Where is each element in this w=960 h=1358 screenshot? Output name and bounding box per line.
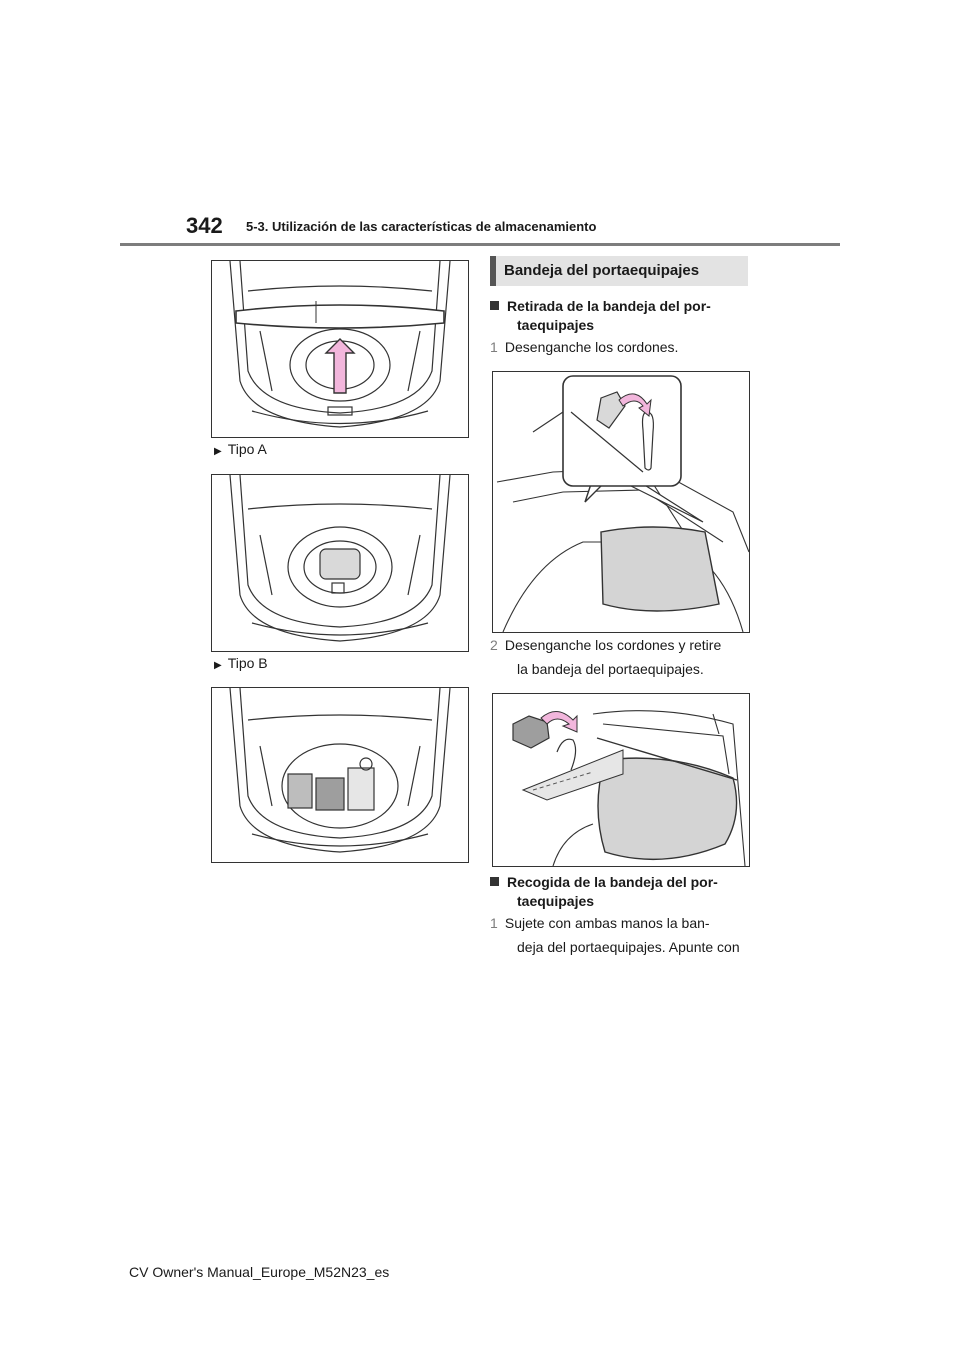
square-bullet-icon	[490, 877, 499, 886]
heading-accent-bar	[490, 256, 496, 286]
caption-text: Tipo B	[227, 655, 268, 671]
subheading-storing: Recogida de la bandeja del por- taequipa…	[490, 873, 750, 911]
subheading-removal: Retirada de la bandeja del por- taequipa…	[490, 297, 750, 335]
figure-trunk-cover-lift	[211, 260, 469, 438]
section-heading: Bandeja del portaequipajes	[504, 262, 700, 279]
step-removal-2: 2 Desenganche los cordones y retire la b…	[490, 633, 752, 681]
page-number: 342	[186, 213, 223, 238]
step-storing-1: 1 Sujete con ambas manos la ban- deja de…	[490, 911, 752, 959]
header-rule	[120, 243, 840, 246]
section-heading-band: Bandeja del portaequipajes	[490, 256, 748, 286]
caption-text: Tipo A	[227, 441, 267, 457]
subheading-line: taequipajes	[517, 317, 595, 333]
step-removal-1: 1 Desenganche los cordones.	[490, 335, 752, 359]
triangle-bullet-icon: ▶	[214, 660, 222, 671]
step-text: Sujete con ambas manos la ban-	[504, 915, 710, 931]
figure-trunk-tipo-b	[211, 687, 469, 863]
subheading-line: taequipajes	[517, 893, 595, 909]
square-bullet-icon	[490, 301, 499, 310]
step-number: 1	[490, 339, 498, 355]
step-text: la bandeja del portaequipajes.	[517, 661, 704, 677]
step-number: 1	[490, 915, 498, 931]
caption-tipo-a: ▶ Tipo A	[214, 441, 267, 457]
figure-unhook-cords	[492, 371, 750, 633]
step-text: Desenganche los cordones y retire	[504, 637, 722, 653]
section-title: 5-3. Utilización de las características …	[246, 219, 597, 234]
triangle-bullet-icon: ▶	[214, 446, 222, 457]
subheading-line: Retirada de la bandeja del por-	[507, 298, 711, 314]
step-number: 2	[490, 637, 498, 653]
subheading-line: Recogida de la bandeja del por-	[507, 874, 718, 890]
caption-tipo-b: ▶ Tipo B	[214, 655, 268, 671]
figure-remove-cover	[492, 693, 750, 867]
step-text: deja del portaequipajes. Apunte con	[517, 939, 740, 955]
figure-trunk-tipo-a	[211, 474, 469, 652]
step-text: Desenganche los cordones.	[504, 339, 679, 355]
footer-manual-id: CV Owner's Manual_Europe_M52N23_es	[129, 1264, 390, 1280]
